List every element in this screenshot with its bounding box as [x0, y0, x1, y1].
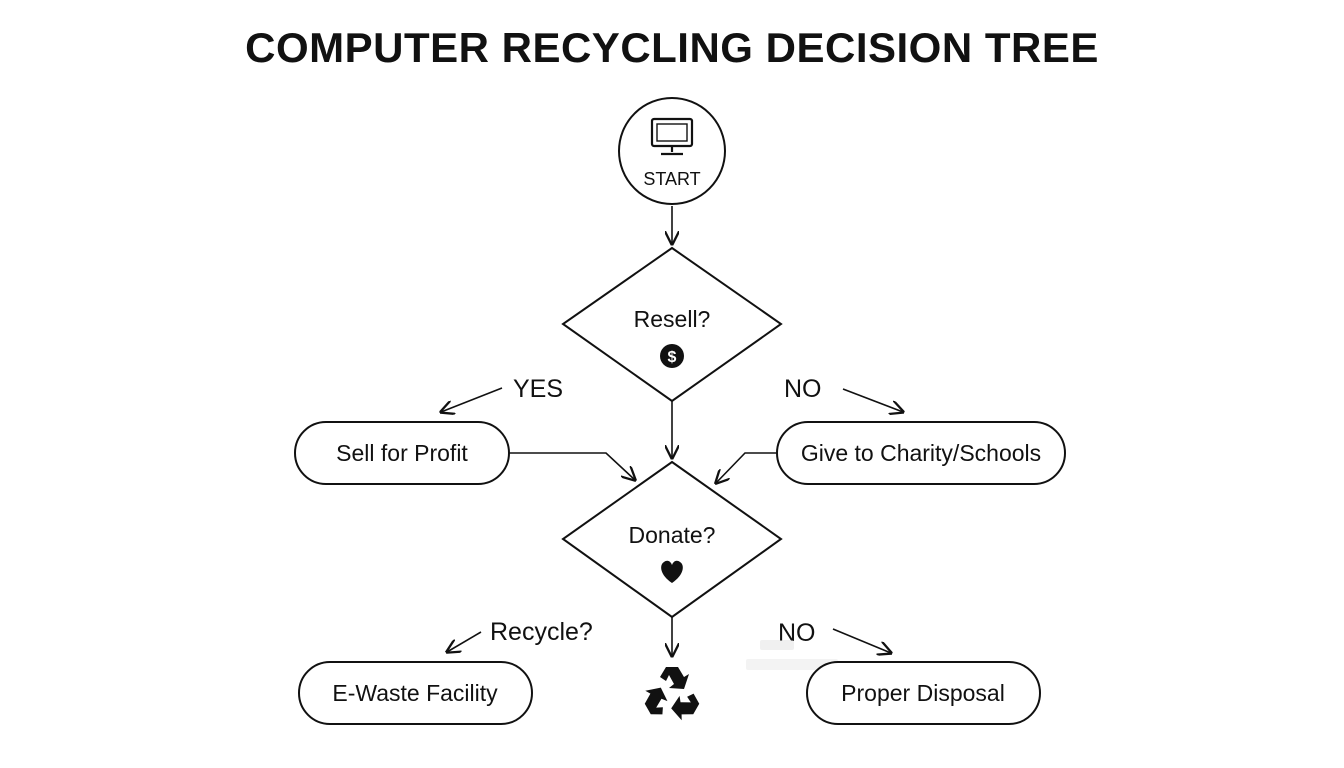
faint-watermark — [746, 640, 838, 670]
proper-disposal-node: Proper Disposal — [806, 661, 1041, 725]
resell-label: Resell? — [634, 306, 711, 332]
no-arrow-bottom — [832, 628, 891, 653]
sell-for-profit-label: Sell for Profit — [336, 440, 468, 466]
connector-charity-donate — [716, 452, 777, 483]
resell-decision-node: Resell? $ — [561, 246, 783, 403]
yes-arrow — [441, 387, 503, 412]
no-label-top: NO — [784, 375, 822, 403]
recycle-icon — [639, 667, 703, 724]
connector-sell-donate — [509, 452, 635, 480]
recycle-arrow — [447, 631, 482, 652]
sell-for-profit-node: Sell for Profit — [294, 421, 510, 485]
start-label: START — [643, 169, 700, 189]
start-node: START — [618, 97, 726, 205]
computer-monitor-icon — [650, 117, 694, 156]
proper-disposal-label: Proper Disposal — [841, 680, 1005, 706]
donate-label: Donate? — [629, 522, 716, 548]
heart-icon — [661, 560, 683, 583]
e-waste-facility-label: E-Waste Facility — [332, 680, 498, 706]
give-to-charity-node: Give to Charity/Schools — [776, 421, 1066, 485]
give-to-charity-label: Give to Charity/Schools — [801, 440, 1041, 466]
diagram-title: COMPUTER RECYCLING DECISION TREE — [245, 24, 1099, 71]
yes-label: YES — [513, 375, 563, 403]
svg-text:$: $ — [668, 349, 677, 366]
dollar-coin-icon: $ — [660, 344, 684, 368]
donate-decision-node: Donate? — [561, 460, 783, 619]
no-arrow-top — [842, 388, 903, 412]
recycle-label: Recycle? — [490, 618, 593, 646]
e-waste-facility-node: E-Waste Facility — [298, 661, 533, 725]
